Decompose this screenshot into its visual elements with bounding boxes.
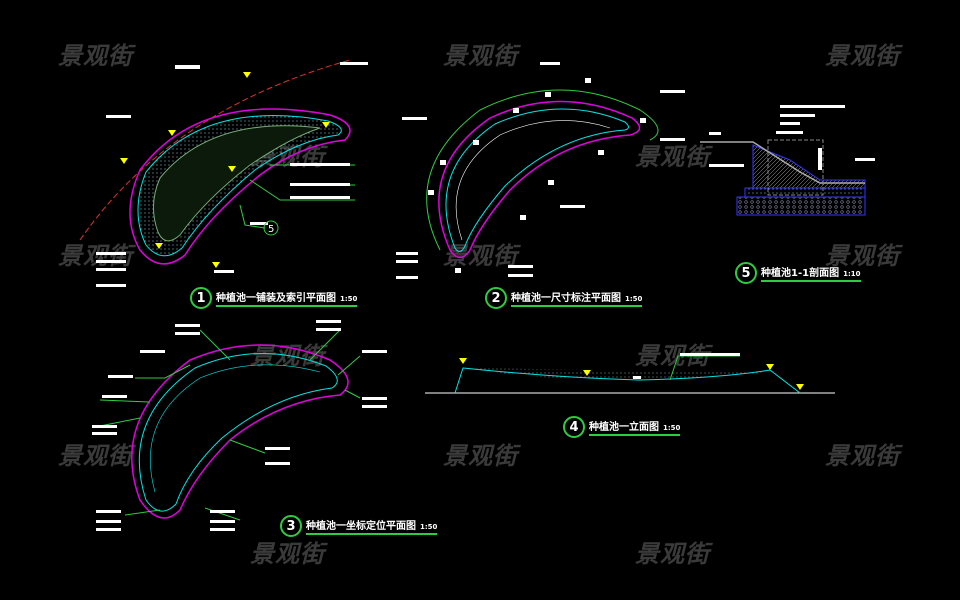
title-label: 种植池一铺装及索引平面图 — [216, 293, 336, 304]
watermark: 景观街 — [443, 42, 518, 70]
drawing-title-4: 4 种植池一立面图 1:50 — [563, 416, 681, 438]
watermark: 景观街 — [58, 42, 133, 70]
drawing-title-text: 种植池一尺寸标注平面图 1:50 — [511, 289, 643, 307]
plan-2-dimensions — [396, 62, 685, 279]
section-5 — [700, 105, 875, 216]
title-label: 种植池一立面图 — [589, 422, 659, 433]
drawing-title-text: 种植池一铺装及索引平面图 1:50 — [216, 289, 358, 307]
watermark: 景观街 — [635, 143, 710, 171]
scale-label: 1:10 — [843, 270, 861, 278]
plan-3-coordinates — [92, 320, 387, 531]
watermark: 景观街 — [825, 242, 900, 270]
title-label: 种植池一坐标定位平面图 — [306, 521, 416, 532]
elevation-4 — [425, 353, 835, 394]
drawing-number: 4 — [563, 416, 585, 438]
drawing-number: 2 — [485, 287, 507, 309]
watermark: 景观街 — [443, 442, 518, 470]
drawing-title-1: 1 种植池一铺装及索引平面图 1:50 — [190, 287, 358, 309]
drawing-title-3: 3 种植池一坐标定位平面图 1:50 — [280, 515, 438, 537]
watermark: 景观街 — [58, 242, 133, 270]
drawing-number: 1 — [190, 287, 212, 309]
scale-label: 1:50 — [663, 424, 681, 432]
scale-label: 1:50 — [340, 295, 358, 303]
scale-label: 1:50 — [420, 523, 438, 531]
watermark: 景观街 — [635, 540, 710, 568]
drawing-number: 3 — [280, 515, 302, 537]
scale-label: 1:50 — [625, 295, 643, 303]
watermark: 景观街 — [825, 442, 900, 470]
plan-1-paving-index: 5 — [79, 59, 368, 287]
watermark: 景观街 — [58, 442, 133, 470]
drawing-title-text: 种植池一立面图 1:50 — [589, 418, 681, 436]
watermark: 景观街 — [825, 42, 900, 70]
drawing-title-2: 2 种植池一尺寸标注平面图 1:50 — [485, 287, 643, 309]
drawing-title-text: 种植池一坐标定位平面图 1:50 — [306, 517, 438, 535]
drawing-number: 5 — [735, 262, 757, 284]
watermark: 景观街 — [250, 540, 325, 568]
title-label: 种植池一尺寸标注平面图 — [511, 293, 621, 304]
detail-callout: 5 — [268, 224, 274, 235]
title-label: 种植池1-1剖面图 — [761, 268, 840, 279]
